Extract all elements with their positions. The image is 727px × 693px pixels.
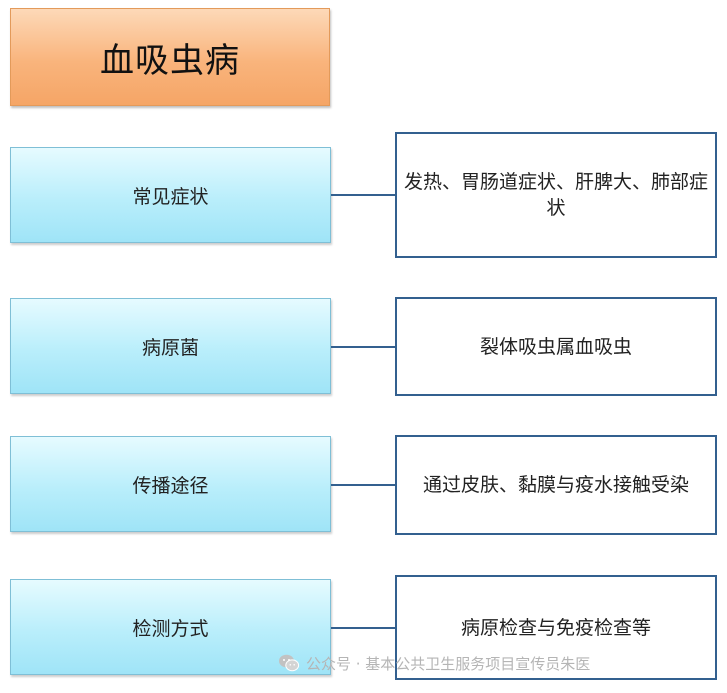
category-label: 传播途径: [132, 474, 209, 497]
connector-line: [331, 346, 395, 348]
category-box-pathogen: 病原菌: [10, 298, 331, 394]
detail-box-symptoms: 发热、胃肠道症状、肝脾大、肺部症状: [395, 132, 717, 258]
detail-box-detection: 病原检查与免疫检查等: [395, 575, 717, 680]
connector-line: [331, 484, 395, 486]
watermark-text: 公众号 · 基本公共卫生服务项目宣传员朱医: [306, 654, 591, 673]
wechat-icon: [279, 654, 300, 672]
diagram-title: 血吸虫病: [100, 40, 240, 81]
category-box-symptoms: 常见症状: [10, 147, 331, 243]
detail-box-pathogen: 裂体吸虫属血吸虫: [395, 297, 717, 396]
category-label: 病原菌: [141, 336, 199, 359]
category-label: 常见症状: [132, 185, 209, 208]
detail-text: 裂体吸虫属血吸虫: [479, 335, 632, 358]
detail-text: 通过皮肤、黏膜与疫水接触受染: [422, 474, 689, 496]
detail-text: 发热、胃肠道症状、肝脾大、肺部症状: [403, 171, 708, 219]
connector-line: [331, 627, 395, 629]
detail-text: 病原检查与免疫检查等: [460, 616, 651, 639]
category-label: 检测方式: [132, 617, 209, 640]
connector-line: [331, 194, 395, 196]
category-box-detection: 检测方式: [10, 579, 331, 675]
watermark: 公众号 · 基本公共卫生服务项目宣传员朱医: [278, 652, 590, 674]
detail-box-transmission: 通过皮肤、黏膜与疫水接触受染: [395, 435, 717, 535]
title-box: 血吸虫病: [10, 8, 330, 106]
category-box-transmission: 传播途径: [10, 436, 331, 532]
